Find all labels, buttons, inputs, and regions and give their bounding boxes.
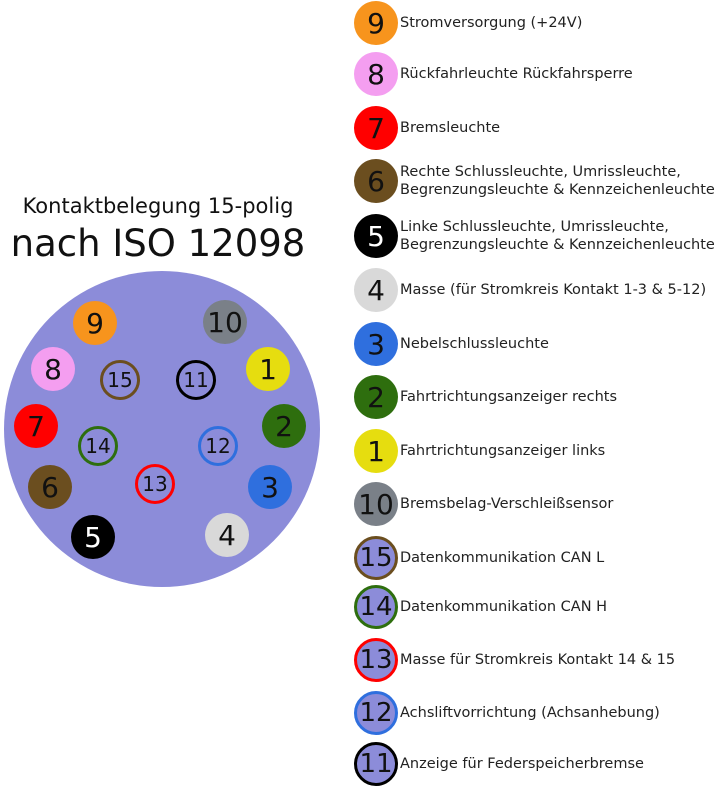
legend-label: Stromversorgung (+24V) [400,15,583,31]
legend-item: 14 Datenkommunikation CAN H [354,584,607,630]
legend-item: 10 Bremsbelag-Verschleißsensor [354,481,613,527]
pin-13: 13 [135,464,175,504]
legend-label: Linke Schlussleuchte, Umrissleuchte, Beg… [400,219,715,253]
legend-badge: 4 [354,268,398,312]
pin-8: 8 [31,347,75,391]
diagram-title: Kontaktbelegung 15-polig [22,194,294,218]
pin-5: 5 [71,515,115,559]
legend-badge: 10 [354,482,398,526]
legend-item: 1 Fahrtrichtungsanzeiger links [354,428,605,474]
legend-item: 5 Linke Schlussleuchte, Umrissleuchte, B… [354,213,715,259]
legend-item: 12 Achsliftvorrichtung (Achsanhebung) [354,690,660,736]
legend-item: 4 Masse (für Stromkreis Kontakt 1-3 & 5-… [354,267,706,313]
legend-badge: 7 [354,106,398,150]
diagram-subtitle: nach ISO 12098 [10,222,306,265]
legend-item: 7 Bremsleuchte [354,105,500,151]
pin-14: 14 [78,426,118,466]
legend-badge: 9 [354,1,398,45]
legend-item: 15 Datenkommunikation CAN L [354,535,604,581]
legend-item: 6 Rechte Schlussleuchte, Umrissleuchte, … [354,158,715,204]
legend-label: Nebelschlussleuchte [400,336,549,352]
legend-label: Masse (für Stromkreis Kontakt 1-3 & 5-12… [400,282,707,298]
pin-9: 9 [73,301,117,345]
legend-badge: 15 [354,536,398,580]
legend-label: Datenkommunikation CAN L [400,550,605,566]
pin-4: 4 [205,513,249,557]
legend-badge: 1 [354,429,398,473]
legend-item: 9 Stromversorgung (+24V) [354,0,582,46]
legend-badge: 14 [354,585,398,629]
legend-badge: 3 [354,322,398,366]
pin-10: 10 [203,300,247,344]
legend-badge: 11 [354,742,398,786]
legend-item: 2 Fahrtrichtungsanzeiger rechts [354,374,617,420]
legend-badge: 6 [354,159,398,203]
legend-label: Rechte Schlussleuchte, Umrissleuchte, Be… [400,164,715,198]
legend-label: Datenkommunikation CAN H [400,599,608,615]
legend-badge: 8 [354,52,398,96]
legend-badge: 13 [354,638,398,682]
legend-badge: 5 [354,214,398,258]
pin-1: 1 [246,347,290,391]
pin-6: 6 [28,465,72,509]
pin-2: 2 [262,404,306,448]
legend-label: Rückfahrleuchte Rückfahrsperre [400,66,633,82]
pin-7: 7 [14,404,58,448]
legend-label: Fahrtrichtungsanzeiger rechts [400,389,618,405]
legend-item: 8 Rückfahrleuchte Rückfahrsperre [354,51,633,97]
pin-12: 12 [198,426,238,466]
legend-label: Bremsbelag-Verschleißsensor [400,496,614,512]
legend-label: Fahrtrichtungsanzeiger links [400,443,606,459]
legend-label: Bremsleuchte [400,120,501,136]
legend-label: Masse für Stromkreis Kontakt 14 & 15 [400,652,676,668]
legend-item: 3 Nebelschlussleuchte [354,321,549,367]
pin-3: 3 [248,465,292,509]
legend-label: Achsliftvorrichtung (Achsanhebung) [400,705,660,721]
legend-item: 11 Anzeige für Federspeicherbremse [354,741,644,787]
legend-label: Anzeige für Federspeicherbremse [400,756,644,772]
pin-15: 15 [100,360,140,400]
pin-11: 11 [176,360,216,400]
legend-item: 13 Masse für Stromkreis Kontakt 14 & 15 [354,637,675,683]
legend-badge: 2 [354,375,398,419]
legend-badge: 12 [354,691,398,735]
